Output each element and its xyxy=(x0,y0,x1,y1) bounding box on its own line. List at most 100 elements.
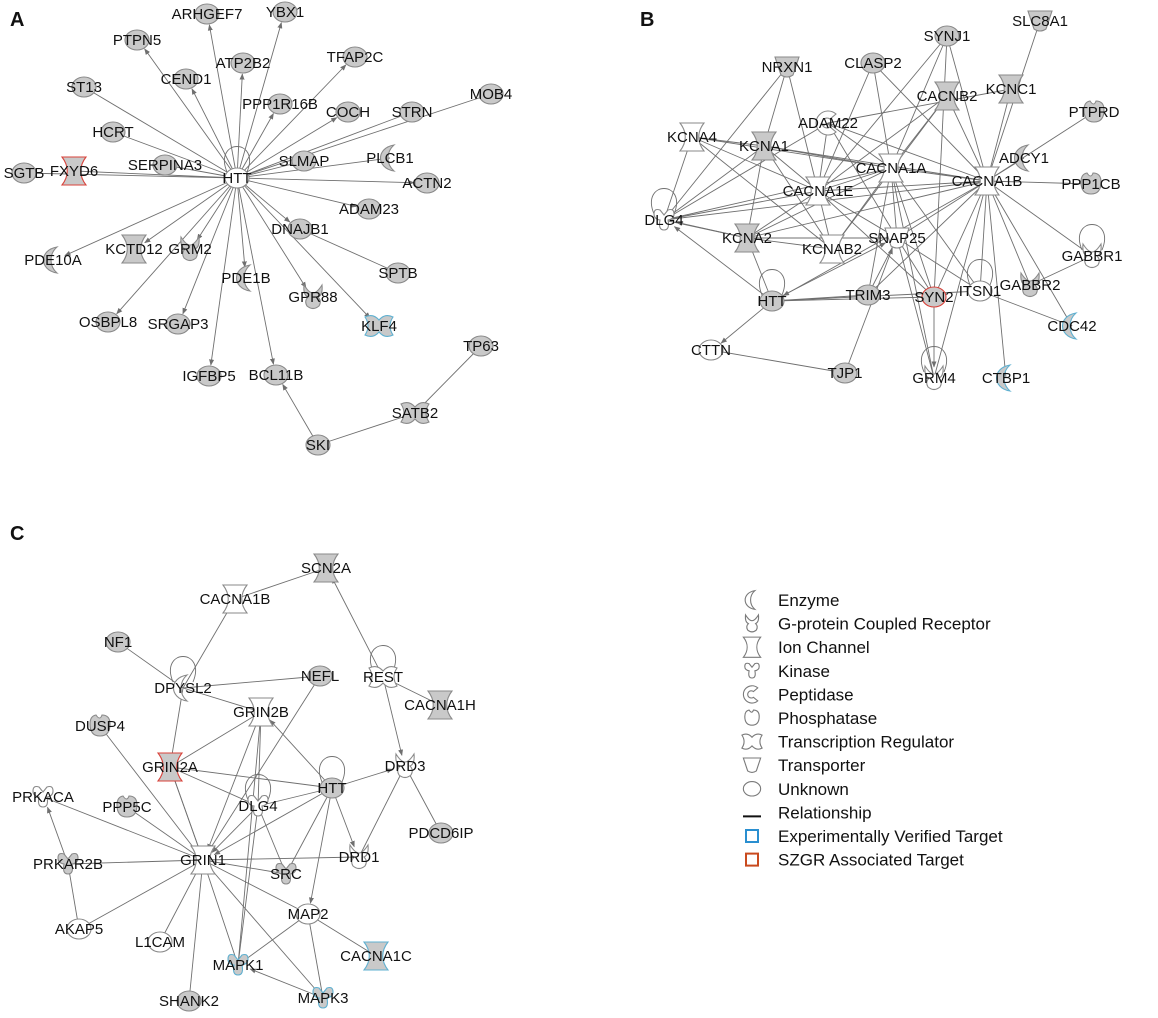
node-fxyd6[interactable]: FXYD6 xyxy=(50,156,98,186)
node-grm2[interactable]: GRM2 xyxy=(168,235,212,262)
node-cdc42[interactable]: CDC42 xyxy=(1047,312,1097,340)
node-scn2a[interactable]: SCN2A xyxy=(301,553,351,583)
node-htt[interactable]: HTT xyxy=(757,290,787,312)
node-grm4[interactable]: GRM4 xyxy=(912,364,956,391)
node-adam23[interactable]: ADAM23 xyxy=(339,198,399,220)
node-satb2[interactable]: SATB2 xyxy=(392,401,438,425)
node-prkar2b[interactable]: PRKAR2B xyxy=(33,852,103,875)
node-cacna1h[interactable]: CACNA1H xyxy=(404,690,476,720)
node-cacna1c[interactable]: CACNA1C xyxy=(340,941,412,971)
node-mob4[interactable]: MOB4 xyxy=(470,83,513,105)
node-map2[interactable]: MAP2 xyxy=(288,903,329,925)
node-label: DRD3 xyxy=(385,758,426,775)
node-htt[interactable]: HTT xyxy=(222,167,252,189)
node-nefl[interactable]: NEFL xyxy=(301,665,339,687)
transporter-icon xyxy=(1027,10,1053,32)
node-grin1[interactable]: GRIN1 xyxy=(180,845,226,875)
node-ptprd[interactable]: PTPRD xyxy=(1069,100,1120,123)
node-strn[interactable]: STRN xyxy=(392,101,433,123)
node-drd1[interactable]: DRD1 xyxy=(339,843,380,870)
node-osbpl8[interactable]: OSBPL8 xyxy=(79,311,137,333)
node-gabbr2[interactable]: GABBR2 xyxy=(1000,271,1061,298)
node-adcy1[interactable]: ADCY1 xyxy=(999,144,1049,172)
node-kcna2[interactable]: KCNA2 xyxy=(722,223,772,253)
node-dpysl2[interactable]: DPYSL2 xyxy=(154,674,212,702)
node-label: SLC8A1 xyxy=(1012,13,1068,30)
node-shank2[interactable]: SHANK2 xyxy=(159,990,219,1012)
node-klf4[interactable]: KLF4 xyxy=(361,314,397,338)
node-sptb[interactable]: SPTB xyxy=(378,262,418,284)
node-label: CDC42 xyxy=(1047,318,1096,335)
node-ppp1cb[interactable]: PPP1CB xyxy=(1061,172,1121,195)
node-serpina3[interactable]: SERPINA3 xyxy=(128,154,202,176)
node-arhgef7[interactable]: ARHGEF7 xyxy=(172,3,243,25)
node-atp2b2[interactable]: ATP2B2 xyxy=(216,52,271,74)
node-st13[interactable]: ST13 xyxy=(66,76,102,98)
node-rest[interactable]: REST xyxy=(363,665,403,689)
node-mapk1[interactable]: MAPK1 xyxy=(213,953,264,976)
node-cttn[interactable]: CTTN xyxy=(691,339,731,361)
node-snap25[interactable]: SNAP25 xyxy=(868,227,926,249)
node-plcb1[interactable]: PLCB1 xyxy=(366,144,414,172)
node-clasp2[interactable]: CLASP2 xyxy=(844,52,902,74)
node-pdcd6ip[interactable]: PDCD6IP xyxy=(408,822,474,844)
node-cacnb2[interactable]: CACNB2 xyxy=(917,81,978,111)
node-bcl11b[interactable]: BCL11B xyxy=(249,364,304,386)
node-ppp5c[interactable]: PPP5C xyxy=(102,795,152,818)
node-igfbp5[interactable]: IGFBP5 xyxy=(182,365,236,387)
node-tp63[interactable]: TP63 xyxy=(463,335,499,357)
node-prkaca[interactable]: PRKACA xyxy=(12,785,74,808)
node-kcnc1[interactable]: KCNC1 xyxy=(986,74,1037,104)
node-kctd12[interactable]: KCTD12 xyxy=(105,234,163,264)
node-cacna1b[interactable]: CACNA1B xyxy=(200,584,271,614)
node-htt[interactable]: HTT xyxy=(317,777,347,799)
node-kcna4[interactable]: KCNA4 xyxy=(667,122,717,152)
node-tfap2c[interactable]: TFAP2C xyxy=(327,46,384,68)
node-syn2[interactable]: SYN2 xyxy=(914,286,954,308)
node-ptpn5[interactable]: PTPN5 xyxy=(113,29,161,51)
node-dlg4[interactable]: DLG4 xyxy=(644,208,684,231)
node-itsn1[interactable]: ITSN1 xyxy=(959,280,1002,302)
node-grin2b[interactable]: GRIN2B xyxy=(233,697,289,727)
node-synj1[interactable]: SYNJ1 xyxy=(924,25,971,47)
legend-label: Ion Channel xyxy=(778,638,870,657)
node-src[interactable]: SRC xyxy=(270,862,302,885)
node-kcna1[interactable]: KCNA1 xyxy=(739,131,789,161)
node-slmap[interactable]: SLMAP xyxy=(279,150,330,172)
node-ski[interactable]: SKI xyxy=(305,434,331,456)
node-sgtb[interactable]: SGTB xyxy=(4,162,45,184)
node-ybx1[interactable]: YBX1 xyxy=(266,1,304,23)
node-drd3[interactable]: DRD3 xyxy=(385,752,426,779)
node-mapk3[interactable]: MAPK3 xyxy=(298,986,349,1009)
node-kcnab2[interactable]: KCNAB2 xyxy=(802,234,862,264)
node-cacna1a[interactable]: CACNA1A xyxy=(856,153,927,183)
node-l1cam[interactable]: L1CAM xyxy=(135,931,185,953)
node-cend1[interactable]: CEND1 xyxy=(161,68,212,90)
node-trim3[interactable]: TRIM3 xyxy=(846,284,891,306)
node-adam22[interactable]: ADAM22 xyxy=(798,110,858,136)
node-coch[interactable]: COCH xyxy=(326,101,370,123)
unknown-icon xyxy=(742,781,762,797)
node-dlg4[interactable]: DLG4 xyxy=(238,794,278,817)
node-tjp1[interactable]: TJP1 xyxy=(827,362,863,384)
node-nf1[interactable]: NF1 xyxy=(104,631,132,653)
node-nrxn1[interactable]: NRXN1 xyxy=(762,56,813,78)
node-gabbr1[interactable]: GABBR1 xyxy=(1062,242,1123,269)
node-dnajb1[interactable]: DNAJB1 xyxy=(271,218,329,240)
node-hcrt[interactable]: HCRT xyxy=(92,121,134,143)
node-gpr88[interactable]: GPR88 xyxy=(288,283,338,310)
node-pde1b[interactable]: PDE1B xyxy=(221,264,271,292)
node-cacna1b[interactable]: CACNA1B xyxy=(952,166,1023,196)
node-pde10a[interactable]: PDE10A xyxy=(24,246,82,274)
txreg-icon xyxy=(364,314,394,338)
node-label: HTT xyxy=(222,170,251,187)
node-actn2[interactable]: ACTN2 xyxy=(402,172,452,194)
node-grin2a[interactable]: GRIN2A xyxy=(142,752,198,782)
node-slc8a1[interactable]: SLC8A1 xyxy=(1012,10,1068,32)
node-cacna1e[interactable]: CACNA1E xyxy=(783,176,854,206)
node-akap5[interactable]: AKAP5 xyxy=(55,918,103,940)
node-srgap3[interactable]: SRGAP3 xyxy=(148,313,209,335)
node-ppp1r16b[interactable]: PPP1R16B xyxy=(242,93,318,115)
node-ctbp1[interactable]: CTBP1 xyxy=(982,364,1030,392)
node-dusp4[interactable]: DUSP4 xyxy=(75,714,125,737)
